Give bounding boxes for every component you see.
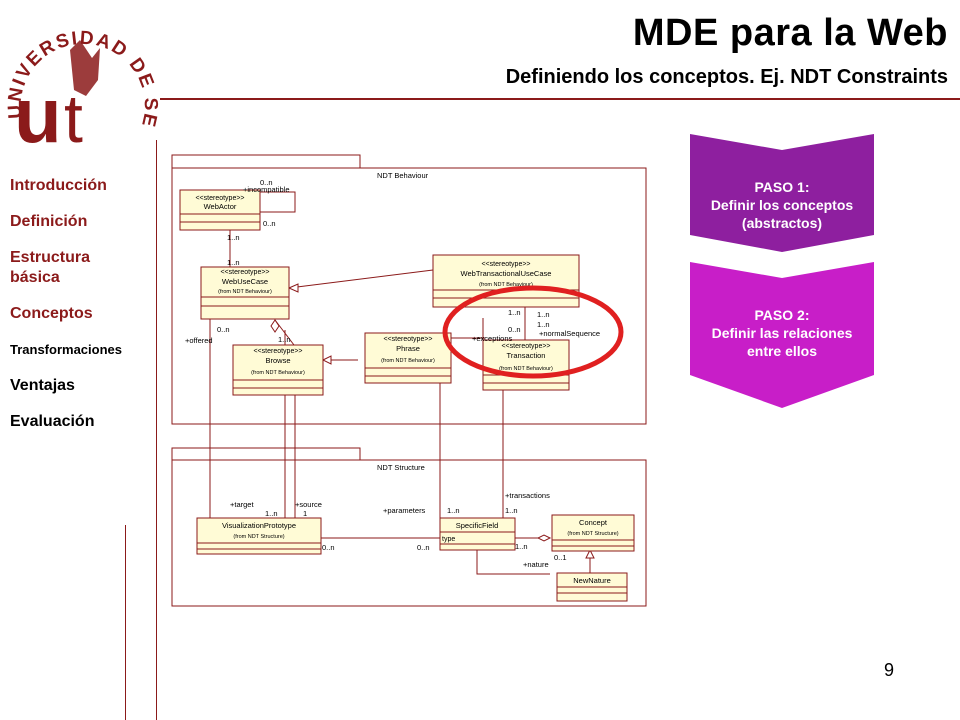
- svg-text:(from NDT Behaviour): (from NDT Behaviour): [381, 358, 435, 364]
- svg-text:0..1: 0..1: [554, 553, 567, 562]
- svg-text:<<stereotype>>: <<stereotype>>: [220, 269, 269, 276]
- pkg-structure-label: NDT Structure: [377, 463, 425, 472]
- svg-text:(from NDT Behaviour): (from NDT Behaviour): [479, 282, 533, 288]
- svg-text:+parameters: +parameters: [383, 506, 426, 515]
- class-concept: Concept (from NDT Structure): [551, 514, 635, 552]
- side-nav: Introducción Definición Estructura básic…: [10, 176, 155, 448]
- svg-text:VisualizationPrototype: VisualizationPrototype: [222, 521, 296, 530]
- university-logo: UNIVERSIDAD DE SEVILLA u t: [0, 0, 159, 159]
- svg-text:WebActor: WebActor: [204, 202, 237, 211]
- step2-text: PASO 2: Definir las relaciones entre ell…: [711, 307, 853, 359]
- svg-text:NewNature: NewNature: [573, 576, 611, 585]
- nav-item-ventajas[interactable]: Ventajas: [10, 377, 75, 394]
- logo-monogram: u: [14, 71, 62, 159]
- steps-chevrons: [690, 134, 874, 408]
- svg-text:+nature: +nature: [523, 560, 549, 569]
- class-vprototype: VisualizationPrototype (from NDT Structu…: [196, 517, 322, 555]
- step1-text: PASO 1: Definir los conceptos (abstracto…: [710, 179, 854, 231]
- svg-text:WebUseCase: WebUseCase: [222, 277, 268, 286]
- svg-text:Browse: Browse: [265, 356, 290, 365]
- svg-text:type: type: [442, 536, 455, 543]
- svg-text:+incompatible: +incompatible: [243, 185, 290, 194]
- svg-text:1..n: 1..n: [447, 506, 460, 515]
- svg-text:0..n: 0..n: [217, 325, 230, 334]
- svg-text:+normalSequence: +normalSequence: [539, 329, 600, 338]
- svg-text:Transaction: Transaction: [507, 351, 546, 360]
- class-webtransactional: <<stereotype>> WebTransactionalUseCase (…: [432, 254, 580, 308]
- class-transaction: <<stereotype>> Transaction (from NDT Beh…: [482, 339, 570, 391]
- class-specificfield: SpecificField type: [439, 517, 516, 551]
- svg-text:t: t: [64, 81, 83, 157]
- page-title: MDE para la Web: [632, 12, 948, 54]
- svg-text:0..n: 0..n: [508, 325, 521, 334]
- svg-text:0..n: 0..n: [263, 219, 276, 228]
- class-webactor: <<stereotype>> WebActor: [179, 189, 261, 231]
- header-divider: [160, 98, 960, 100]
- svg-text:(from NDT Structure): (from NDT Structure): [567, 531, 618, 537]
- svg-text:(from NDT Structure): (from NDT Structure): [233, 534, 284, 540]
- svg-text:1..n: 1..n: [505, 506, 518, 515]
- svg-text:<<stereotype>>: <<stereotype>>: [481, 261, 530, 268]
- page-number: 9: [884, 660, 895, 680]
- svg-text:SpecificField: SpecificField: [456, 521, 499, 530]
- svg-text:+offered: +offered: [185, 336, 213, 345]
- svg-text:1..n: 1..n: [508, 308, 521, 317]
- svg-text:1..n: 1..n: [515, 542, 528, 551]
- uml-diagram: NDT Behaviour NDT Structure: [171, 154, 647, 607]
- svg-text:0..n: 0..n: [417, 543, 430, 552]
- pkg-behaviour-label: NDT Behaviour: [377, 171, 429, 180]
- svg-text:1..n: 1..n: [278, 335, 291, 344]
- step1-shape: [690, 134, 874, 252]
- svg-text:+target: +target: [230, 500, 254, 509]
- nav-item-definicion[interactable]: Definición: [10, 213, 88, 230]
- svg-text:(from NDT Behaviour): (from NDT Behaviour): [499, 366, 553, 372]
- svg-text:1..n: 1..n: [265, 509, 278, 518]
- left-divider-outer: [156, 140, 157, 720]
- class-browse: <<stereotype>> Browse (from NDT Behaviou…: [232, 344, 324, 396]
- svg-text:<<stereotype>>: <<stereotype>>: [195, 195, 244, 202]
- svg-text:0..n: 0..n: [322, 543, 335, 552]
- class-newnature: NewNature: [556, 572, 628, 602]
- svg-text:0..n: 0..n: [260, 178, 273, 187]
- nav-item-introduccion[interactable]: Introducción: [10, 177, 107, 194]
- svg-text:Concept: Concept: [579, 518, 608, 527]
- step2-shape: [690, 262, 874, 408]
- svg-text:+source: +source: [295, 500, 322, 509]
- svg-text:(from NDT Behaviour): (from NDT Behaviour): [218, 289, 272, 295]
- svg-text:<<stereotype>>: <<stereotype>>: [501, 343, 550, 350]
- nav-item-conceptos[interactable]: Conceptos: [10, 305, 93, 322]
- svg-text:<<stereotype>>: <<stereotype>>: [253, 348, 302, 355]
- svg-text:1..n: 1..n: [537, 310, 550, 319]
- svg-text:1..n: 1..n: [227, 258, 240, 267]
- svg-text:(from NDT Behaviour): (from NDT Behaviour): [251, 370, 305, 376]
- left-divider-inner: [125, 525, 126, 720]
- svg-text:WebTransactionalUseCase: WebTransactionalUseCase: [461, 269, 552, 278]
- nav-item-estructura[interactable]: Estructura básica: [10, 249, 91, 286]
- svg-text:<<stereotype>>: <<stereotype>>: [383, 336, 432, 343]
- svg-text:Phrase: Phrase: [396, 344, 420, 353]
- nav-item-evaluacion[interactable]: Evaluación: [10, 413, 95, 430]
- nav-item-transformaciones[interactable]: Transformaciones: [10, 342, 122, 357]
- class-webusecase: <<stereotype>> WebUseCase (from NDT Beha…: [200, 266, 290, 320]
- svg-text:1..n: 1..n: [227, 233, 240, 242]
- svg-text:+transactions: +transactions: [505, 491, 550, 500]
- svg-text:1: 1: [303, 509, 307, 518]
- class-phrase: <<stereotype>> Phrase (from NDT Behaviou…: [364, 332, 452, 384]
- svg-text:1..n: 1..n: [537, 320, 550, 329]
- page-subtitle: Definiendo los conceptos. Ej. NDT Constr…: [505, 66, 948, 88]
- svg-text:+exceptions: +exceptions: [472, 334, 512, 343]
- highlight-ellipse: [442, 285, 624, 379]
